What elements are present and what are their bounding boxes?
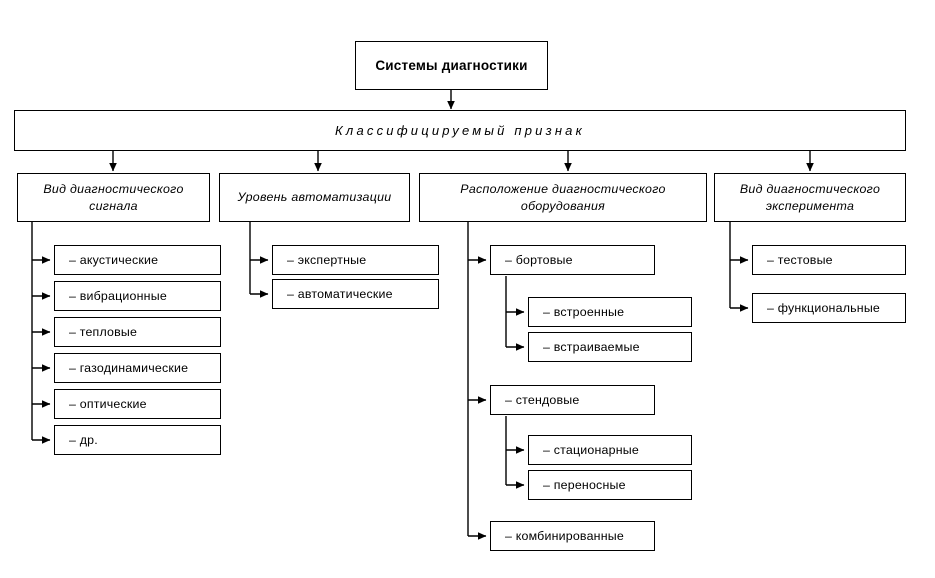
category-label-equipment-placement: Расположение диагностического оборудован… — [460, 181, 666, 213]
leaf-label-portable: – переносные — [543, 478, 626, 492]
leaf-label-test: – тестовые — [767, 253, 833, 267]
leaf-label-onboard: – бортовые — [505, 253, 573, 267]
category-box-experiment-type: Вид диагностического эксперимента — [714, 173, 906, 222]
leaf-label-stationary: – стационарные — [543, 443, 639, 457]
leaf-label-bench: – стендовые — [505, 393, 580, 407]
leaf-box-gasdynamic: – газодинамические — [54, 353, 221, 383]
leaf-box-test: – тестовые — [752, 245, 906, 275]
root-title-box: Системы диагностики — [355, 41, 548, 90]
leaf-box-combined: – комбинированные — [490, 521, 655, 551]
leaf-label-functional: – функциональные — [767, 301, 881, 315]
leaf-label-other: – др. — [69, 433, 98, 447]
leaf-box-embeddable: – встраиваемые — [528, 332, 692, 362]
leaf-label-embeddable: – встраиваемые — [543, 340, 640, 354]
classifier-bar-label: Классифицируемый признак — [335, 123, 585, 138]
leaf-label-gasdynamic: – газодинамические — [69, 361, 189, 375]
category-label-experiment-type: Вид диагностического эксперимента — [739, 181, 881, 213]
category-box-automation-level: Уровень автоматизации — [219, 173, 410, 222]
leaf-label-combined: – комбинированные — [505, 529, 624, 543]
category-box-signal-type: Вид диагностического сигнала — [17, 173, 210, 222]
leaf-label-acoustic: – акустические — [69, 253, 159, 267]
category-box-equipment-placement: Расположение диагностического оборудован… — [419, 173, 707, 222]
leaf-box-expert: – экспертные — [272, 245, 439, 275]
leaf-label-vibration: – вибрационные — [69, 289, 167, 303]
leaf-box-optical: – оптические — [54, 389, 221, 419]
leaf-box-stationary: – стационарные — [528, 435, 692, 465]
root-title-label: Системы диагностики — [375, 58, 528, 73]
leaf-box-thermal: – тепловые — [54, 317, 221, 347]
category-label-signal-type: Вид диагностического сигнала — [43, 181, 184, 213]
category-label-automation-level: Уровень автоматизации — [237, 190, 392, 205]
leaf-label-builtin: – встроенные — [543, 305, 625, 319]
classifier-bar-box: Классифицируемый признак — [14, 110, 906, 151]
leaf-box-builtin: – встроенные — [528, 297, 692, 327]
leaf-box-automatic: – автоматические — [272, 279, 439, 309]
leaf-label-automatic: – автоматические — [287, 287, 393, 301]
leaf-box-vibration: – вибрационные — [54, 281, 221, 311]
leaf-box-other: – др. — [54, 425, 221, 455]
leaf-label-optical: – оптические — [69, 397, 147, 411]
leaf-box-functional: – функциональные — [752, 293, 906, 323]
leaf-label-thermal: – тепловые — [69, 325, 138, 339]
leaf-label-expert: – экспертные — [287, 253, 367, 267]
leaf-box-portable: – переносные — [528, 470, 692, 500]
leaf-box-onboard: – бортовые — [490, 245, 655, 275]
leaf-box-acoustic: – акустические — [54, 245, 221, 275]
leaf-box-bench: – стендовые — [490, 385, 655, 415]
